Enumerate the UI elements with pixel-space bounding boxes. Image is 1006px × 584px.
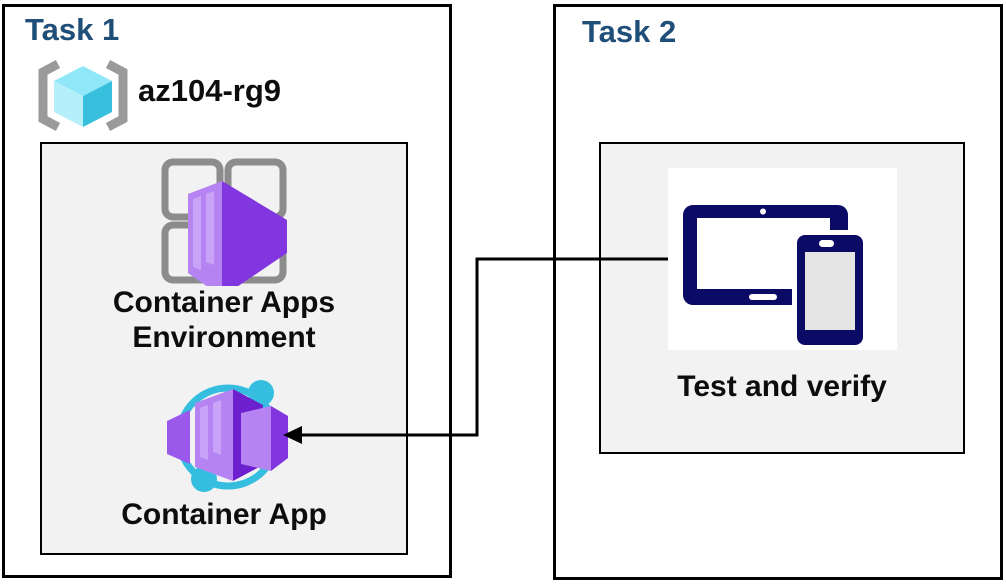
devices-icon [668,168,897,350]
resource-group-name: az104-rg9 [138,73,282,108]
resource-group-icon [38,60,128,131]
container-app-icon [167,380,288,492]
container-app-label: Container App [121,498,327,531]
container-apps-environment-label: Container Apps Environment [112,286,336,354]
test-and-verify-label: Test and verify [677,370,887,403]
task2-title: Task 2 [582,14,677,49]
container-apps-environment-icon [161,158,287,286]
task1-title: Task 1 [25,12,120,47]
